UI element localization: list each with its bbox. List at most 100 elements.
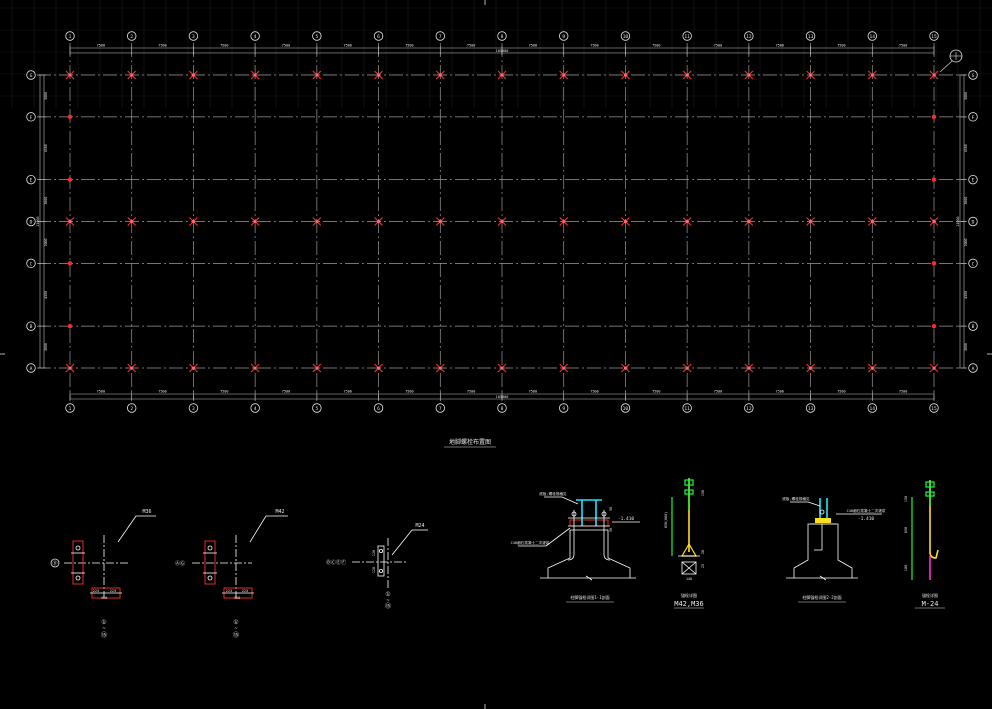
column-bolt-centre (932, 73, 936, 77)
column-bolt-marker-A5[interactable] (312, 363, 322, 373)
svg-text:C40细石混凝土二次灌浆: C40细石混凝土二次灌浆 (511, 540, 550, 545)
column-bolt-marker-A10[interactable] (621, 363, 630, 373)
column-bolt-marker-A6[interactable] (374, 363, 383, 373)
column-bolt-marker-G8[interactable] (497, 70, 507, 80)
column-bolt-marker-G4[interactable] (250, 70, 260, 80)
anchor-bolt-detail-m42-m36[interactable]: 850(660) 150 28 25 140 锚栓详图 M42,M36 (664, 478, 705, 609)
gable-column-marker-B15[interactable] (931, 323, 937, 329)
column-bolt-marker-G9[interactable] (559, 70, 569, 80)
column-bolt-marker-G10[interactable] (621, 70, 630, 80)
column-bolt-centre (315, 73, 319, 77)
column-bolt-marker-A9[interactable] (559, 363, 569, 373)
svg-text:100: 100 (904, 565, 908, 571)
column-bolt-marker-D9[interactable] (559, 217, 569, 226)
column-markers[interactable] (65, 70, 939, 373)
gable-column-marker-E15[interactable] (931, 177, 937, 182)
row-dimension: 4500 (44, 291, 48, 299)
column-bolt-centre (192, 366, 195, 370)
anchor-bolt-detail-m24[interactable]: 150 650 100 锚栓详图 M-24 (904, 480, 945, 609)
column-bolt-marker-A8[interactable] (497, 363, 507, 373)
row-dimension: 3000 (44, 197, 48, 205)
column-bolt-marker-D11[interactable] (682, 217, 692, 226)
column-bolt-marker-D12[interactable] (744, 217, 754, 226)
column-bolt-marker-G7[interactable] (435, 70, 445, 80)
row-dimension: 3000 (964, 343, 968, 351)
column-bolt-marker-A1[interactable] (65, 363, 75, 373)
axis-label-row-E: E (30, 178, 33, 184)
svg-text:225: 225 (110, 589, 117, 593)
column-bolt-marker-D7[interactable] (435, 217, 445, 226)
axis-label-col-5: 5 (315, 34, 318, 40)
axis-label-col-13: 13 (808, 406, 814, 412)
column-bolt-marker-D5[interactable] (312, 217, 322, 226)
detail2-row-axis: ⒶⒼ (175, 560, 185, 567)
bay-dimension: 7500 (282, 44, 290, 48)
column-bolt-marker-G11[interactable] (682, 70, 692, 80)
column-bolt-marker-D4[interactable] (250, 217, 260, 226)
column-bolt-marker-G14[interactable] (867, 70, 877, 80)
column-bolt-marker-D3[interactable] (189, 217, 198, 226)
gable-column-marker-E1[interactable] (67, 177, 73, 182)
column-bolt-marker-A12[interactable] (744, 363, 754, 373)
column-bolt-marker-A7[interactable] (435, 363, 445, 373)
column-bolt-marker-D6[interactable] (374, 217, 383, 226)
row-dimension: 4500 (44, 144, 48, 152)
column-bolt-centre (685, 366, 689, 370)
axis-label-col-4: 4 (254, 34, 257, 40)
column-bolt-marker-D2[interactable] (127, 217, 137, 226)
bolt-detail-m42[interactable]: M42 225 225 450 ⒶⒼ ① ~ ⑮ (175, 509, 288, 639)
column-bolt-marker-G15[interactable] (929, 70, 939, 80)
column-bolt-marker-A2[interactable] (127, 363, 137, 373)
axis-bubble-top (867, 31, 877, 41)
gable-column-marker-C1[interactable] (67, 261, 73, 266)
column-base-section-1[interactable]: 底板,螺栓规格见 C40细石混凝土二次灌浆 -1.410 50 50 柱脚锚栓详… (511, 491, 640, 603)
column-bolt-marker-A13[interactable] (806, 363, 815, 373)
axis-bubble-right (968, 112, 978, 122)
axis-bubble-bottom (867, 403, 877, 413)
axis-bubble-bottom (682, 403, 692, 413)
row-dimension: 3000 (964, 238, 968, 246)
svg-text:450: 450 (101, 596, 108, 600)
column-bolt-centre (809, 220, 812, 223)
axis-label-col-14: 14 (870, 34, 876, 40)
gable-column-marker-F1[interactable] (67, 114, 73, 120)
gable-column-marker-F15[interactable] (931, 114, 937, 120)
bolt-detail-m36[interactable]: M36 225 225 450 Ⓓ ① ~ ⑮ (50, 509, 156, 639)
axis-bubble-bottom (620, 403, 631, 413)
axis-bubble-right (968, 216, 978, 227)
column-bolt-marker-A11[interactable] (682, 363, 692, 373)
bolt-detail-m24[interactable]: M24 120 120 ⒷⒸⒺⒻ ① ~ ⑮ (326, 523, 428, 610)
column-bolt-marker-G2[interactable] (127, 70, 137, 80)
column-bolt-marker-G12[interactable] (744, 70, 754, 80)
gable-column-marker-C15[interactable] (931, 261, 937, 266)
column-bolt-centre (438, 73, 442, 77)
column-bolt-marker-G6[interactable] (374, 70, 383, 80)
axis-label-row-B: B (972, 324, 975, 330)
column-bolt-marker-G5[interactable] (312, 70, 322, 80)
axis-bubble-top (188, 31, 199, 41)
column-bolt-marker-A4[interactable] (250, 363, 260, 373)
column-bolt-marker-A14[interactable] (867, 363, 877, 373)
column-bolt-marker-D15[interactable] (929, 217, 939, 226)
column-bolt-marker-A15[interactable] (929, 363, 939, 373)
column-bolt-marker-G13[interactable] (806, 70, 815, 80)
column-bolt-marker-D8[interactable] (497, 217, 507, 226)
axis-bubble-left (26, 112, 36, 122)
column-bolt-marker-D10[interactable] (621, 217, 630, 226)
gable-column-marker-B1[interactable] (67, 323, 73, 329)
column-bolt-marker-G1[interactable] (65, 70, 75, 80)
column-base-section-2[interactable]: 底板,螺栓规格见 C40细石混凝土二次灌浆 -1.410 柱脚锚栓详图2-2剖面 (782, 496, 886, 603)
column-bolt-marker-A3[interactable] (189, 363, 198, 373)
column-bolt-marker-D14[interactable] (867, 217, 877, 226)
svg-text:①: ① (101, 619, 106, 626)
column-bolt-marker-D1[interactable] (65, 217, 75, 226)
bay-dimension: 7500 (652, 390, 660, 394)
column-bolt-marker-D13[interactable] (806, 217, 815, 226)
svg-text:450: 450 (234, 596, 241, 600)
column-bolt-marker-G3[interactable] (189, 70, 198, 80)
bay-dimension: 7500 (158, 44, 166, 48)
axis-label-col-3: 3 (192, 406, 195, 412)
axis-bubble-right (968, 174, 978, 185)
